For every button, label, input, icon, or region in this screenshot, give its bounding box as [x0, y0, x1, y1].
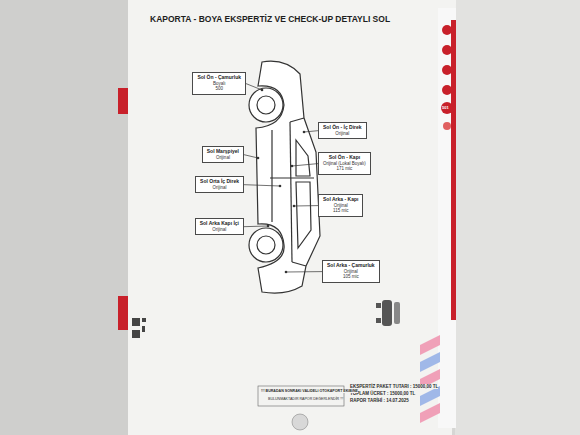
leader-line: [294, 205, 318, 206]
leader-line: [246, 84, 262, 90]
leader-dot: [267, 225, 270, 228]
part-name: Sol Ön - İç Direk: [323, 124, 362, 131]
part-status: 105 mic: [327, 274, 375, 280]
leader-dot: [285, 271, 288, 274]
part-status: Boyalı: [197, 81, 241, 87]
icon: [442, 25, 452, 35]
leader-line: [292, 164, 318, 166]
part-callout-box: Sol Ön - İç DirekOrijinal: [318, 122, 367, 139]
part-name: Sol Arka - Çamurluk: [327, 262, 375, 269]
part-callout-box: Sol Orta İç DirekOrijinal: [195, 176, 244, 193]
part-status: Orijinal: [327, 269, 375, 275]
part-name: Sol Ön - Kapı: [323, 154, 366, 161]
icon: [443, 122, 451, 130]
part-name: Sol Arka Kapı İçi: [200, 220, 239, 227]
paper: [128, 0, 456, 435]
leader-line: [244, 226, 268, 228]
leader-line: [286, 271, 322, 272]
part-status: Orijinal: [207, 155, 239, 161]
icon: [441, 102, 453, 114]
icon: [442, 45, 452, 55]
leader-line: [304, 131, 318, 132]
part-status: Orijinal: [323, 131, 362, 137]
leader-dot: [279, 185, 282, 188]
part-callout-box: Sol Arka - KapıOrijinal115 mic: [318, 194, 363, 217]
report-note: TOPLAM ÜCRET : 15000,00 TL: [350, 391, 415, 396]
part-name: Sol Orta İç Direk: [200, 178, 239, 185]
leader-dot: [257, 157, 260, 160]
page-title: KAPORTA - BOYA EKSPERTİZ VE CHECK-UP DET…: [150, 14, 390, 24]
part-name: Sol Arka - Kapı: [323, 196, 358, 203]
icon: [442, 65, 452, 75]
red-strip: [451, 20, 456, 320]
background: [0, 0, 130, 435]
leader-dot: [303, 131, 306, 134]
part-callout-box: Sol Ön - KapıOrijinal (Lokal Boyalı)171 …: [318, 152, 371, 175]
leader-line: [244, 155, 258, 158]
report-note: RAPOR TARİHİ : 14.07.2025: [350, 398, 409, 403]
leader-line: [244, 185, 280, 186]
background: [455, 0, 580, 435]
leader-dot: [261, 89, 264, 92]
part-status: Orijinal: [200, 227, 239, 233]
part-callout-box: Sol Ön - ÇamurlukBoyalı500: [192, 72, 246, 95]
qr-code: [132, 318, 146, 338]
icon: [442, 85, 452, 95]
part-name: Sol Ön - Çamurluk: [197, 74, 241, 81]
stripes: [420, 335, 440, 423]
car-outline: [249, 61, 320, 293]
report-note: EKSPERTİZ PAKET TUTARI : 15000,00 TL: [350, 384, 438, 389]
part-status: Orijinal: [200, 185, 239, 191]
seal: [292, 414, 308, 430]
small-car-icon: [376, 300, 400, 326]
part-callout-box: Sol Arka Kapı İçiOrijinal: [195, 218, 244, 235]
part-status: Orijinal: [323, 203, 358, 209]
report-note: !!! BURADAN SONRAKİ VALİDELİ OTOKAPORT E…: [261, 389, 358, 393]
part-name: Sol Marşpiyel: [207, 148, 239, 155]
logo-number: 501: [442, 105, 449, 110]
leader-dot: [293, 205, 296, 208]
report-note: BULUNMAKTADIR RAPOR DEĞERLENDİR !!!: [268, 397, 343, 401]
part-callout-box: Sol Arka - ÇamurlukOrijinal105 mic: [322, 260, 380, 283]
part-callout-box: Sol MarşpiyelOrijinal: [202, 146, 244, 163]
part-status: 171 mic: [323, 166, 366, 172]
side-strip: [438, 8, 456, 428]
part-status: Orijinal (Lokal Boyalı): [323, 161, 366, 167]
leader-dot: [291, 165, 294, 168]
part-status: 500: [197, 86, 241, 92]
part-status: 115 mic: [323, 208, 358, 214]
